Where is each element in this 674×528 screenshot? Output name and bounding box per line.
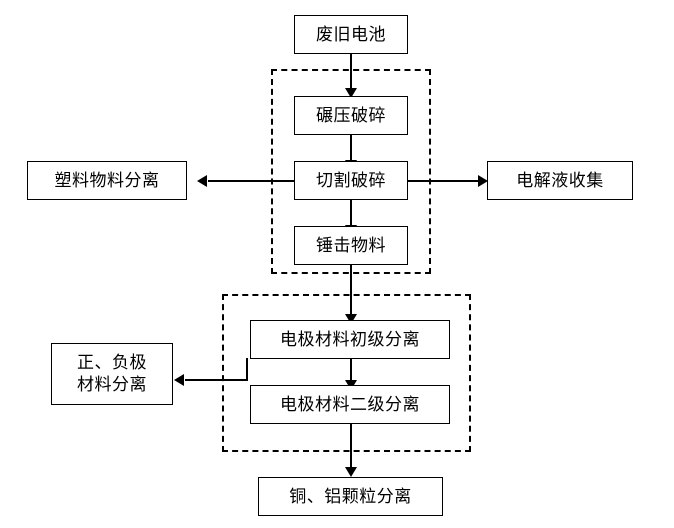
node-waste-battery[interactable]: 废旧电池 (294, 15, 408, 54)
edge-electrode-secondary-to-cathode-anode-sep (185, 379, 247, 381)
arrowhead-electrode-primary (345, 314, 357, 324)
separation-stage-group (222, 294, 471, 452)
edge-roll-crush-to-cut-crush (350, 134, 352, 164)
edge-waste-battery-to-roll-crush (350, 53, 352, 90)
edge-cut-crush-to-hammer-material (350, 199, 352, 229)
arrowhead-copper-alum-sep (345, 467, 357, 477)
arrowhead-roll-crush (345, 88, 357, 98)
edge-cut-crush-to-plastic-separation (208, 180, 306, 182)
node-electrode-primary-separation[interactable]: 电极材料初级分离 (250, 320, 450, 359)
node-hammer-material[interactable]: 锤击物料 (294, 226, 408, 265)
edge-hammer-material-to-electrode-primary (350, 264, 352, 317)
edge-electrode-secondary-to-copper-alum-sep (350, 423, 352, 470)
node-plastic-separation[interactable]: 塑料物料分离 (27, 161, 187, 200)
node-electrode-secondary-separation[interactable]: 电极材料二级分离 (250, 385, 450, 424)
edge-cut-crush-to-electrolyte-collect (394, 180, 481, 182)
node-copper-aluminum-separation[interactable]: 铜、铝颗粒分离 (258, 477, 443, 516)
arrowhead-plastic-separation (197, 175, 207, 187)
arrowhead-electrolyte-collect (478, 175, 488, 187)
edge-electrode-secondary-branch-vertical (246, 358, 248, 381)
node-cut-crush[interactable]: 切割破碎 (294, 161, 408, 200)
edge-electrode-primary-to-electrode-secondary (350, 358, 352, 384)
arrowhead-cathode-anode-sep (174, 374, 184, 386)
node-cathode-anode-separation[interactable]: 正、负极 材料分离 (51, 343, 173, 405)
node-electrolyte-collect[interactable]: 电解液收集 (487, 161, 633, 200)
node-roll-crush[interactable]: 碾压破碎 (294, 96, 408, 135)
